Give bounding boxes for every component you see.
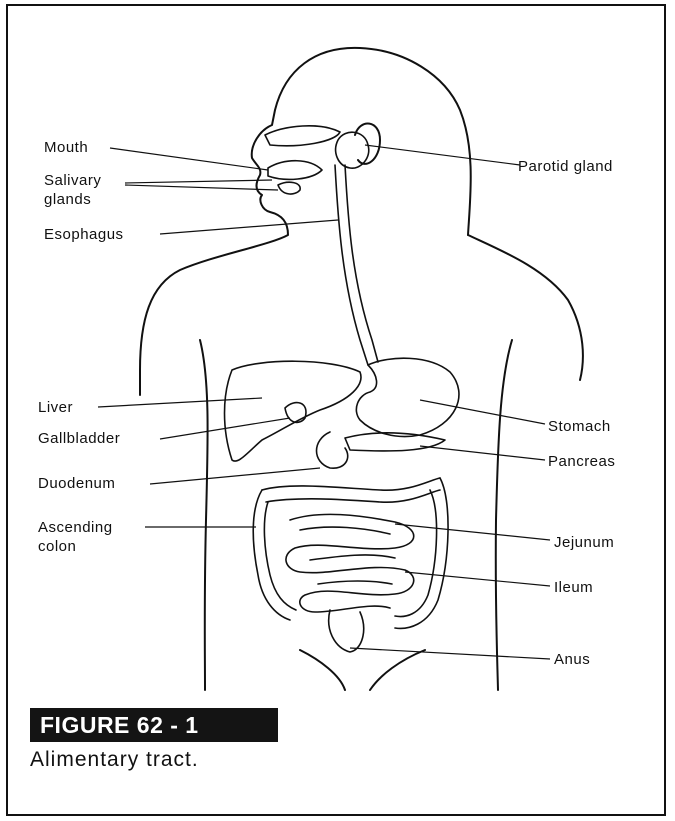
label-anus: Anus (554, 650, 590, 669)
label-esophagus: Esophagus (44, 225, 124, 244)
stomach-shape (356, 358, 459, 436)
leader-esophagus (160, 220, 338, 234)
label-stomach: Stomach (548, 417, 611, 436)
esophagus-tube (335, 165, 368, 365)
label-jejunum: Jejunum (554, 533, 614, 552)
gallbladder-shape (285, 403, 306, 423)
right-arm-line (496, 340, 512, 690)
esophagus-tube-2 (345, 165, 378, 362)
label-gallbladder: Gallbladder (38, 429, 120, 448)
leader-pancreas (420, 446, 545, 460)
legs-line (300, 650, 425, 690)
leader-jejunum (395, 524, 550, 540)
transverse-colon (262, 478, 440, 502)
label-ileum: Ileum (554, 578, 593, 597)
leader-liver (98, 398, 262, 407)
label-mouth: Mouth (44, 138, 88, 157)
leader-parotid (365, 145, 520, 165)
label-ascending-colon: Ascending colon (38, 518, 113, 556)
label-parotid-gland: Parotid gland (518, 157, 613, 176)
figure-number-badge: FIGURE 62 - 1 (30, 708, 278, 742)
left-arm-line (200, 340, 208, 690)
body-outline (140, 48, 471, 370)
salivary-gland-1 (278, 182, 300, 194)
tongue (268, 161, 322, 180)
leader-stomach (420, 400, 545, 424)
parotid-gland-shape (336, 132, 369, 168)
leader-anus (350, 648, 550, 659)
liver-shape (225, 361, 361, 461)
duodenum-shape (317, 432, 348, 468)
leader-mouth (110, 148, 268, 170)
label-salivary-glands: Salivary glands (44, 171, 101, 209)
label-liver: Liver (38, 398, 73, 417)
figure-caption: Alimentary tract. (30, 748, 199, 772)
nasal-cavity (265, 126, 340, 146)
body-outline-right (468, 235, 583, 380)
leader-duodenum (150, 468, 320, 484)
small-intestine-coils-inner (300, 527, 395, 584)
label-duodenum: Duodenum (38, 474, 115, 493)
leader-ileum (405, 572, 550, 586)
label-pancreas: Pancreas (548, 452, 615, 471)
sigmoid-rectum (329, 610, 364, 652)
ascending-colon-shape (253, 490, 296, 620)
leader-salivary-2 (125, 185, 278, 190)
leader-salivary-1 (125, 180, 272, 183)
